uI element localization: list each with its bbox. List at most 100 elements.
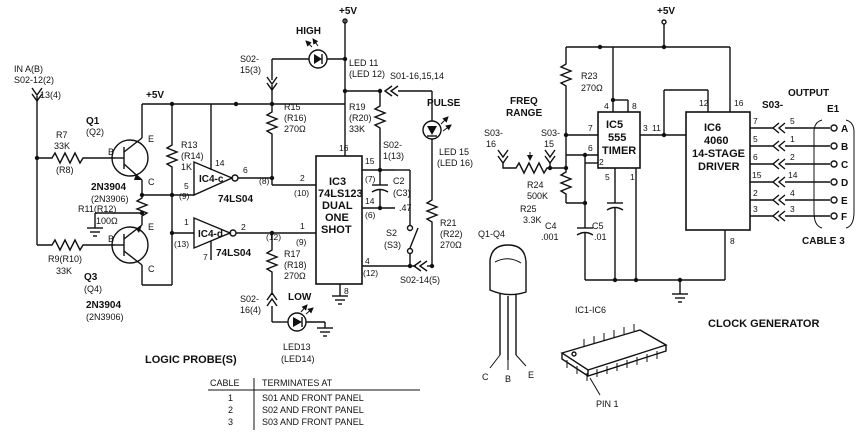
ic3-pin2: 2 [300,173,305,183]
s02-15-label: S02- [240,54,259,64]
c5-label: C5 [592,221,604,231]
cable-table-row-1-at: S01 AND FRONT PANEL [262,393,364,403]
cable-table-row-3-at: S03 AND FRONT PANEL [262,417,364,427]
terminal-a: A [841,124,848,135]
ic4c-label: IC4-c [199,174,224,185]
r7-label: R7 [56,130,68,140]
clock-generator-title: CLOCK GENERATOR [708,318,819,330]
ic6-out-pin-c: 6 [753,152,758,162]
ic3-pin4: 4 [365,256,370,266]
r17-value: 270Ω [284,271,306,281]
ic3-desc-3: SHOT [321,224,352,236]
ic-package-pin1: PIN 1 [596,399,619,409]
output-line-b [750,140,838,152]
led13-label: LED13 [283,342,311,352]
c2-capacitor [371,170,389,208]
s03-15-chevron [544,149,556,165]
s03-pin-e: 4 [790,188,795,198]
q1-part-alt: (2N3906) [91,194,129,204]
transistor-pin-c: C [482,372,489,382]
s03-pin-f: 3 [790,204,795,214]
s02-16-label: S02- [240,294,259,304]
s03-15-label: S03- [541,128,560,138]
ic6-out-pin-f: 3 [753,204,758,214]
r24-potentiometer [502,161,566,175]
ic3-ground [332,295,348,305]
led15-label: LED 15 [439,147,469,157]
output-label: OUTPUT [788,88,829,99]
transistor-pin-b: B [505,374,511,384]
r9-value: 33K [56,266,72,276]
ic5-desc: TIMER [602,145,636,157]
ic6-desc-2: DRIVER [698,161,740,173]
s03-16-label: S03- [484,128,503,138]
s03-pin-a: 5 [790,116,795,126]
high-led [305,38,328,69]
output-line-f [750,210,838,222]
s02-1-label: S02- [383,140,402,150]
s01-chevron [383,85,399,97]
ic4d-pin12: (12) [266,232,281,242]
ic4d-label: IC4-d [198,229,223,240]
ic6-chip [685,111,751,231]
ic4c-pin8: (8) [259,176,270,186]
transistor-pin-e: E [528,370,534,380]
r9-label: R9(R10) [48,254,82,264]
s03-pin-c: 2 [790,152,795,162]
ic5-pin5: 5 [605,172,610,182]
ic5-pin4: 4 [604,101,609,111]
cable-table-row-2-cable: 2 [228,405,233,415]
r23-label: R23 [581,71,598,81]
ic3-pin6: (6) [365,210,376,220]
q3-pin-c: C [148,264,155,274]
input-switch-label-2: 13(4) [40,90,61,100]
ic3-label: IC3 [329,176,346,188]
r17-label: R17 [284,249,301,259]
r21-value: 270Ω [440,240,462,250]
transistor-package: Q1-Q4 C B E [478,229,534,384]
led11-alt: (LED 12) [349,69,385,79]
s03-pin-b: 1 [790,134,795,144]
output-line-e [750,194,838,206]
ic4d-part: 74LS04 [216,248,251,259]
led13-alt: (LED14) [281,354,315,364]
transistor-package-label: Q1-Q4 [478,229,505,239]
output-line-a [750,122,838,134]
r21-label: R21 [440,218,457,228]
ic4c-part: 74LS04 [218,194,253,205]
r13-resistor [165,104,179,285]
cable-3-bracket [813,119,823,229]
r9-resistor [37,238,115,252]
ic6-pin8: 8 [730,236,735,246]
ic3-chip [315,155,363,285]
r15-value: 270Ω [284,124,306,134]
input-label: IN A(B) [14,64,43,74]
r11-resistor [135,195,149,225]
logic-probe-section: IN A(B) S02-12(2) 13(4) R7 33K (R8) R9(R… [14,6,473,366]
r19-label: R19 [349,102,366,112]
output-line-c [750,158,838,170]
r25-label: R25 [520,204,537,214]
q1-pin-b: B [108,147,114,157]
c4-value: .001 [541,232,559,242]
r17-resistor [265,233,279,295]
cable-3-label: CABLE 3 [802,236,845,247]
cable-table-header-terminates: TERMINATES AT [262,378,333,388]
c4-capacitor [576,227,594,280]
r13-label: R13 [181,140,198,150]
r25-resistor [559,168,573,203]
ic6-out-pin-d: 15 [752,170,762,180]
led11-label: LED 11 [349,58,378,68]
s03-16-chevron [497,149,509,165]
s2-label: S2 [386,228,397,238]
r13-alt: (R14) [181,151,204,161]
s02-15-pin: 15(3) [240,65,261,75]
r7-resistor [37,151,115,165]
ground-symbol [87,227,103,237]
c2-label: C2 [393,176,405,186]
r7-alt: (R8) [56,165,74,175]
q1-pin-e: E [148,134,154,144]
ic6-pin11: 11 [652,123,661,133]
q3-part: 2N3904 [86,300,121,311]
r11-value: 100Ω [96,216,118,226]
